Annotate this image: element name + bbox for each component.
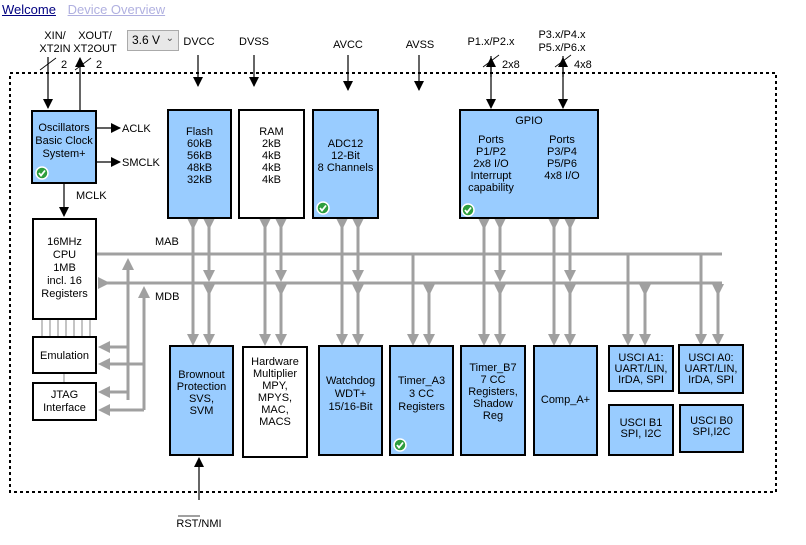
xin-count: 2 [61,59,67,71]
xin-label: XIN/XT2IN [39,30,70,55]
usci-a0-block: USCI A0:UART/LIN,IrDA, SPI [678,344,744,394]
aclk-label: ACLK [122,123,151,135]
emulation-block-label: Emulation [40,350,89,362]
check-circle-icon [35,166,49,180]
gpio-title: GPIO [515,115,543,127]
usci-a0-block-label: USCI A0:UART/LIN,IrDA, SPI [685,352,738,386]
chip-boundary [9,72,777,493]
p12-count: 2x8 [502,59,520,71]
mdb-label: MDB [155,291,179,303]
emulation-block: Emulation [32,336,97,374]
mclk-label: MCLK [76,190,107,202]
rst-nmi-label: RST/NMI [176,518,221,530]
xout-count: 2 [96,59,102,71]
usci-a1-block-label: USCI A1:UART/LIN,IrDA, SPI [615,352,668,386]
usci-a1-block: USCI A1:UART/LIN,IrDA, SPI [608,345,674,392]
check-circle-icon [316,201,330,215]
p12-label: P1.x/P2.x [467,36,515,48]
avss-label: AVSS [406,39,435,51]
dvcc-label: DVCC [183,36,214,48]
voltage-select[interactable]: 3.6 V ⌄ [127,30,179,51]
device-overview-link[interactable]: Device Overview [67,2,166,17]
voltage-value: 3.6 V [132,33,161,47]
welcome-link[interactable]: Welcome [2,2,56,17]
dvss-label: DVSS [239,36,269,48]
mab-label: MAB [155,236,179,248]
p36-count: 4x8 [574,59,592,71]
avcc-label: AVCC [333,39,363,51]
smclk-label: SMCLK [122,157,161,169]
comp-a-block-label: Comp_A+ [541,394,590,406]
check-circle-icon [461,203,475,217]
chevron-down-icon: ⌄ [165,33,174,44]
xout-label: XOUT/XT2OUT [73,30,117,55]
comp-a-block: Comp_A+ [533,345,598,456]
check-circle-icon [393,438,407,452]
